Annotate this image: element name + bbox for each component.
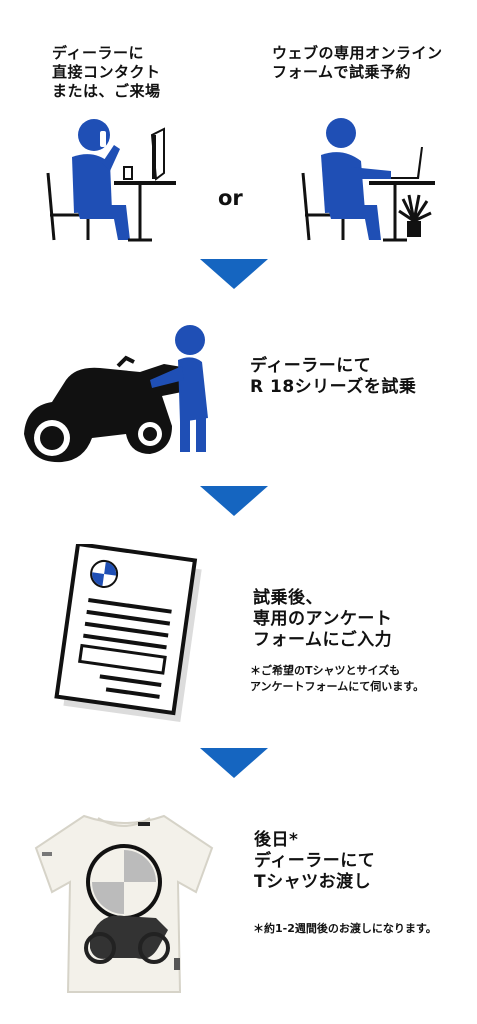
motorcycle-rider-icon — [24, 325, 208, 463]
step1-right-text: ウェブの専用オンライン フォームで試乗予約 — [272, 44, 443, 81]
step3-note: ＊ご希望のTシャツとサイズも アンケートフォームにて伺います。 — [250, 664, 425, 693]
or-label: or — [218, 186, 243, 210]
step1-left-text: ディーラーに 直接コンタクト または、ご来場 — [52, 44, 161, 100]
person-phone-desk-icon — [46, 119, 176, 242]
tshirt-image — [34, 814, 214, 993]
down-arrow-icon — [200, 486, 268, 516]
step2-text: ディーラーにて R 18シリーズを試乗 — [250, 356, 417, 397]
step4-text: 後日* ディーラーにて Tシャツお渡し — [254, 830, 376, 892]
down-arrow-icon — [200, 259, 268, 289]
step3-text: 試乗後、 専用のアンケート フォームにご入力 — [253, 588, 393, 650]
step4-note: ＊約1-2週間後のお渡しになります。 — [253, 922, 437, 935]
survey-document-icon — [54, 544, 202, 722]
person-laptop-desk-icon — [301, 118, 435, 242]
down-arrow-icon — [200, 748, 268, 778]
